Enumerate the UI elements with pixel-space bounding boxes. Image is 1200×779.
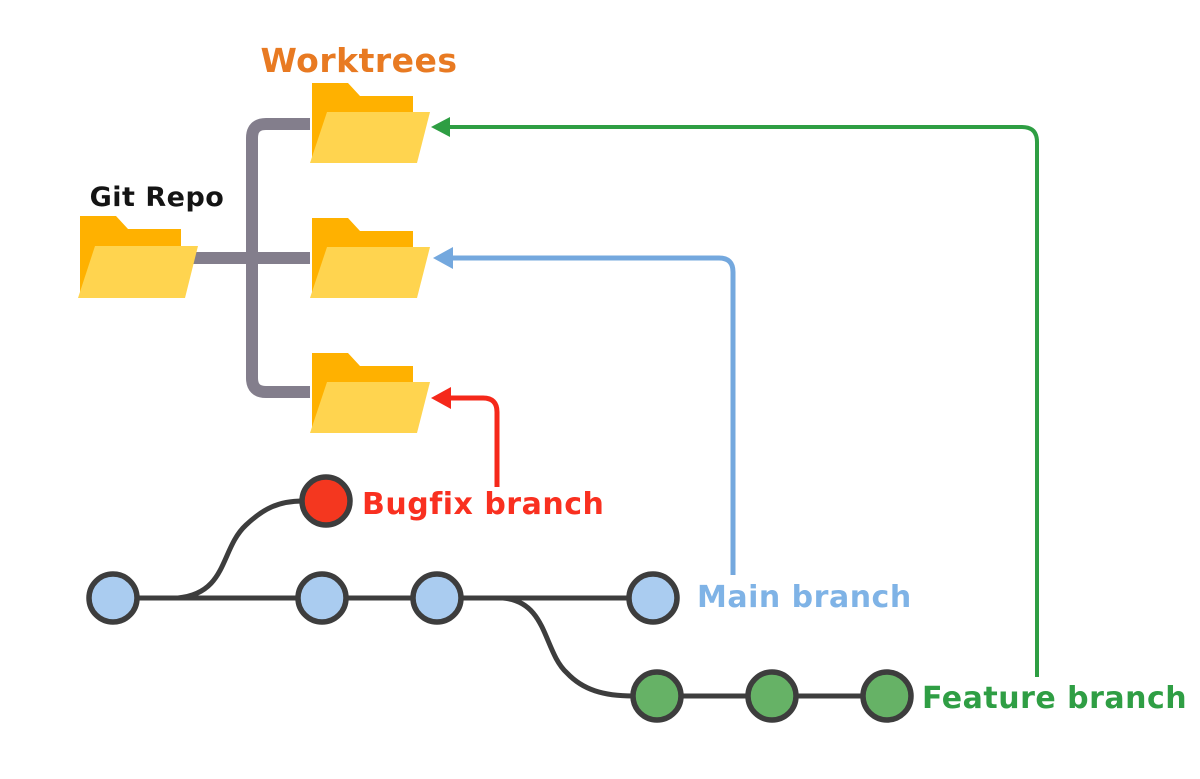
repo-worktree-connector <box>190 118 310 398</box>
commit-graph-edges <box>110 498 890 699</box>
main-commit-node-3 <box>410 571 464 625</box>
main-arrow-line <box>452 255 736 575</box>
feature-commit-node-1 <box>630 669 684 723</box>
feature-branch-label: Feature branch <box>922 681 1187 716</box>
folder-front <box>78 246 198 298</box>
feature-branch-line <box>500 595 890 699</box>
worktree-folder-1-icon <box>310 83 430 163</box>
feature-branch-arrow <box>431 117 1039 677</box>
folder-front <box>310 247 430 298</box>
main-commit-node-4 <box>626 571 680 625</box>
main-branch-arrow <box>433 247 736 575</box>
bugfix-branch-label: Bugfix branch <box>362 487 604 522</box>
feature-commit-node-2 <box>745 669 799 723</box>
commit-nodes <box>86 474 914 723</box>
worktree-folder-2-icon <box>310 218 430 298</box>
git-repo-label: Git Repo <box>90 182 225 213</box>
bugfix-commit-node-1 <box>299 474 353 528</box>
feature-arrowhead-icon <box>431 117 450 137</box>
bugfix-branch-line <box>175 498 306 601</box>
bugfix-arrow-line <box>450 395 500 487</box>
bugfix-branch-arrow <box>431 387 500 487</box>
main-branch-label: Main branch <box>697 580 912 615</box>
folder-front <box>310 112 430 163</box>
git-repo-folder-icon <box>78 216 198 298</box>
feature-commit-node-3 <box>860 669 914 723</box>
bugfix-arrowhead-icon <box>431 387 451 409</box>
main-commit-node-2 <box>295 571 349 625</box>
folder-front <box>310 382 430 433</box>
worktree-folder-3-icon <box>310 353 430 433</box>
main-commit-node-1 <box>86 571 140 625</box>
worktrees-title: Worktrees <box>260 41 457 80</box>
feature-arrow-line <box>449 125 1039 677</box>
main-arrowhead-icon <box>433 247 453 269</box>
